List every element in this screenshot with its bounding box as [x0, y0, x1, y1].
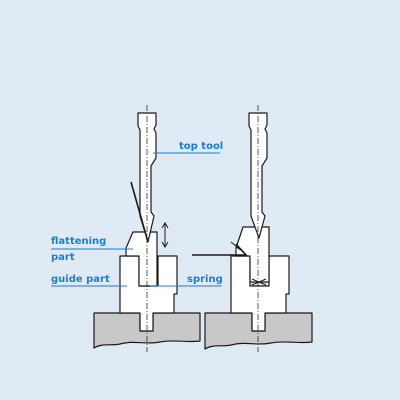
left-assembly: [93, 105, 201, 352]
left-sheet: [130, 181, 149, 243]
right-spring: [251, 278, 267, 286]
flattening-part-label-line1: flattening: [51, 236, 106, 247]
right-sheet-edge: [230, 241, 245, 253]
guide-part-label: guide part: [51, 274, 110, 285]
right-guide-part: [230, 255, 290, 332]
left-flattening-part: [125, 231, 158, 287]
top-tool-label: top tool: [179, 141, 223, 152]
left-top-tool: [137, 112, 157, 243]
left-motion-arrow: [161, 222, 169, 248]
label-guide-part: guide part: [51, 274, 127, 287]
right-assembly: [192, 105, 313, 352]
spring-label: spring: [187, 274, 223, 285]
flattening-part-label-line2: part: [51, 252, 75, 263]
label-top-tool: top tool: [153, 141, 223, 154]
label-flattening-part: flattening part: [51, 236, 133, 263]
right-sheet: [192, 243, 248, 256]
label-spring: spring: [150, 274, 223, 287]
left-lower-die: [93, 312, 201, 349]
